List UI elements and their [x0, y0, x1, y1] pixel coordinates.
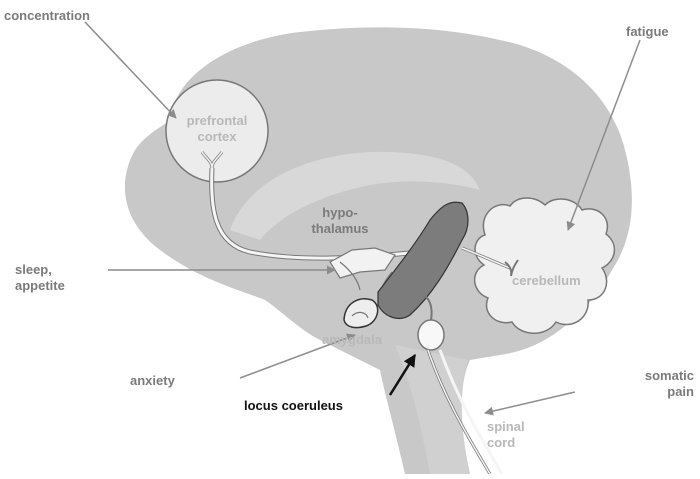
label-prefrontal-line1: prefrontal — [172, 113, 262, 129]
pointer-concentration — [85, 22, 176, 118]
cerebellum-node — [475, 198, 615, 333]
locus-coeruleus-node — [418, 320, 444, 350]
label-cerebellum: cerebellum — [512, 273, 581, 289]
label-anxiety: anxiety — [130, 373, 175, 389]
label-sleep-line2: appetite — [15, 278, 65, 294]
label-spinal-line2: cord — [487, 435, 525, 451]
label-sleep-appetite: sleep, appetite — [15, 262, 65, 294]
label-hypothalamus-line2: thalamus — [300, 221, 380, 237]
label-hypothalamus: hypo- thalamus — [300, 205, 380, 237]
label-prefrontal-cortex: prefrontal cortex — [172, 113, 262, 145]
label-somatic-line2: pain — [630, 384, 694, 400]
label-concentration: concentration — [4, 8, 90, 24]
label-sleep-line1: sleep, — [15, 262, 65, 278]
pointer-somatic — [485, 392, 575, 413]
label-somatic-pain: somatic pain — [630, 368, 694, 400]
label-locus-coeruleus: locus coeruleus — [244, 398, 343, 414]
label-amygdala: amygdala — [322, 332, 382, 348]
label-hypothalamus-line1: hypo- — [300, 205, 380, 221]
label-somatic-line1: somatic — [630, 368, 694, 384]
label-prefrontal-line2: cortex — [172, 129, 262, 145]
label-fatigue: fatigue — [626, 24, 669, 40]
label-spinal-line1: spinal — [487, 419, 525, 435]
label-spinal-cord: spinal cord — [487, 419, 525, 451]
